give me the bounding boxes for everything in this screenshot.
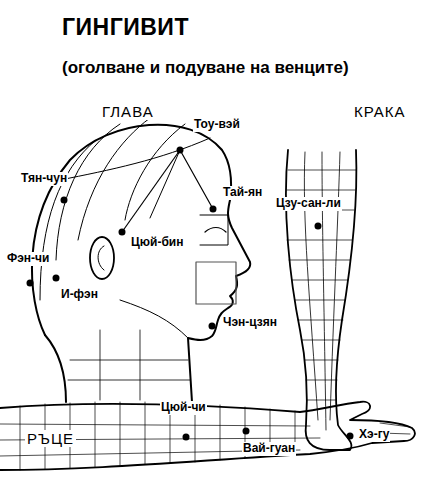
point-label: Тай-ян — [222, 186, 263, 200]
title: ГИНГИВИТ — [62, 14, 189, 40]
section-label: ГЛАВА — [100, 103, 156, 120]
point-label: Цюй-чи — [160, 401, 207, 415]
point-label: Чэн-цзян — [222, 316, 278, 330]
point-label: Вай-гуан — [242, 442, 296, 456]
point-label: Тян-чун — [20, 172, 68, 186]
point-label: Цзу-сан-ли — [275, 197, 342, 211]
subtitle: (оголване и подуване на венците) — [62, 58, 349, 78]
section-label: КРАКА — [352, 103, 408, 120]
section-label: РЪЦЕ — [25, 430, 76, 447]
point-label: Тоу-вэй — [193, 118, 241, 132]
point-label: Фэн-чи — [6, 252, 50, 266]
point-label: Хэ-гу — [358, 428, 390, 442]
point-label: И-фэн — [60, 288, 99, 302]
point-label: Цюй-бин — [130, 236, 184, 250]
